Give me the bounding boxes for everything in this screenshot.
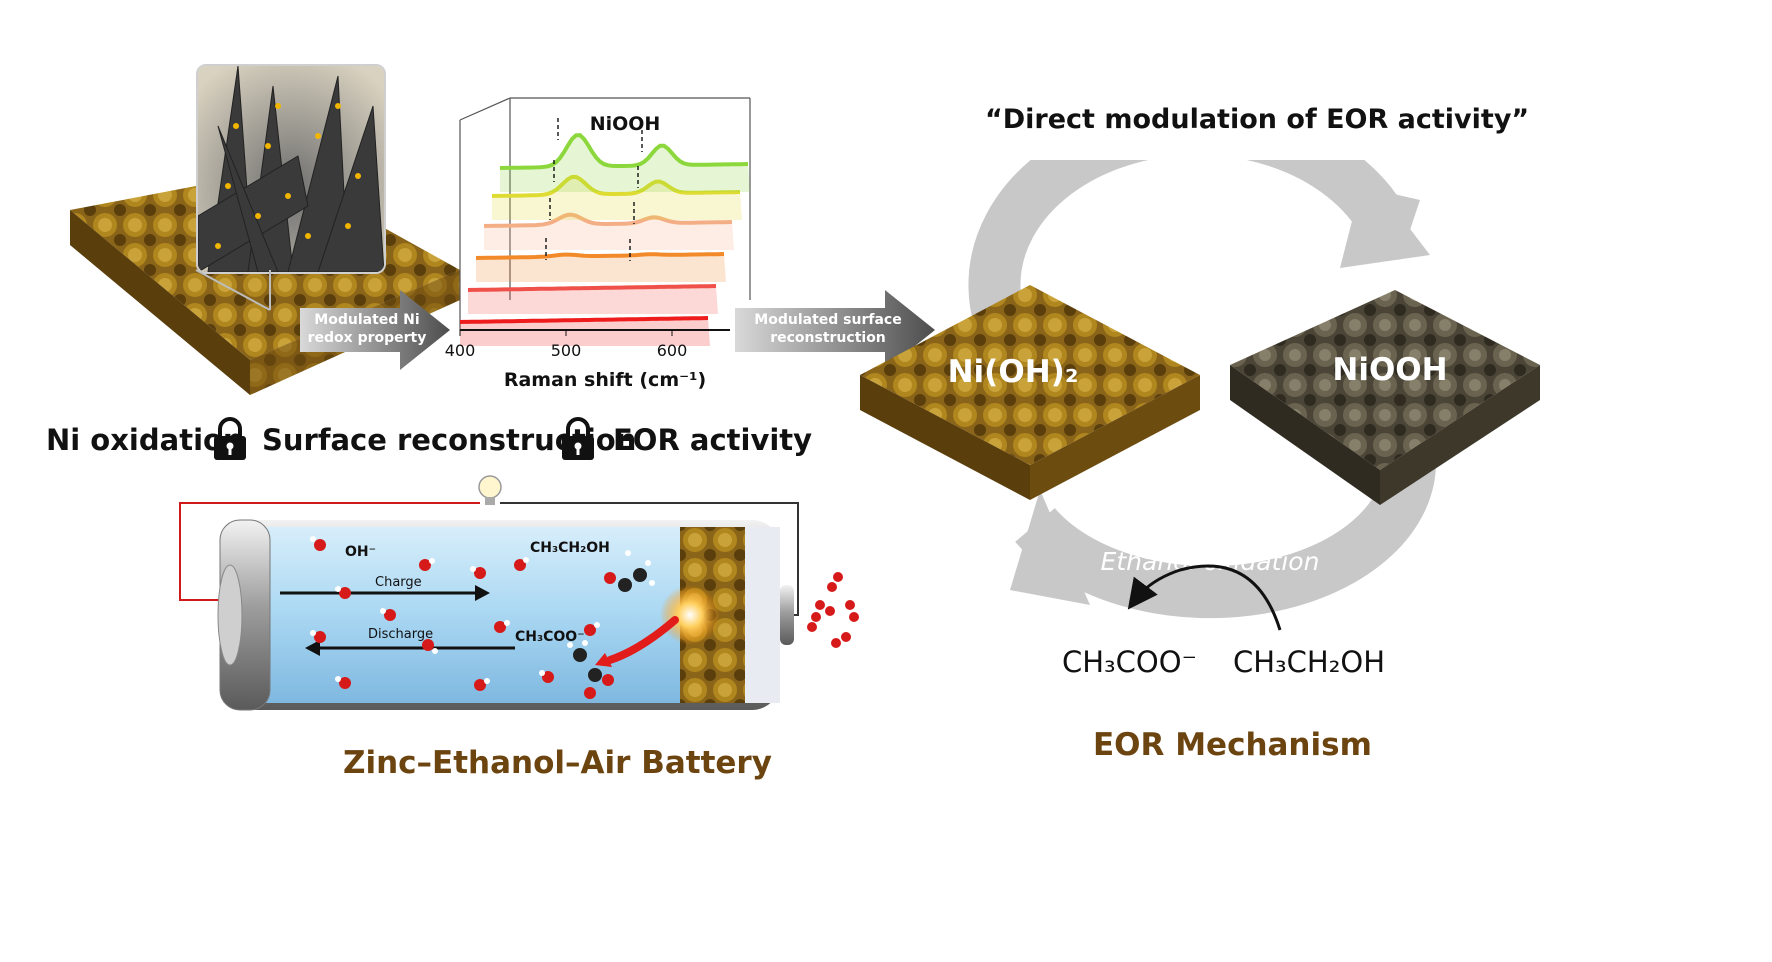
raman-spectrum-line	[491, 174, 741, 198]
arrow1-line1: Modulated Ni	[314, 312, 420, 328]
raman-spectrum-line	[459, 316, 709, 324]
battery-acetate-label: CH₃COO⁻	[515, 629, 585, 645]
raman-spectrum-fill	[460, 318, 710, 346]
arrow2-line1: Modulated surface	[754, 312, 902, 328]
eor-reactant-label: CH₃CH₂OH	[1233, 645, 1385, 679]
raman-tick-600: 600	[657, 341, 688, 360]
niooh-mat	[1230, 290, 1540, 505]
light-bulb-icon	[478, 475, 502, 505]
battery-title: Zinc–Ethanol–Air Battery	[343, 745, 772, 781]
raman-tick-500: 500	[551, 341, 582, 360]
eor-product-label: CH₃COO⁻	[1062, 645, 1197, 679]
raman-spectrum-fill	[492, 176, 742, 220]
arrow-modulated-reconstruction	[735, 290, 935, 370]
zinc-ethanol-air-battery: OH⁻ CH₃CH₂OH Charge Discharge CH₃COO⁻	[179, 475, 859, 711]
raman-spectrum-line	[499, 133, 749, 170]
eor-cycle-diagram: Electrochemical oxidation Ethanol oxidat…	[860, 160, 1540, 631]
raman-spectrum-line	[483, 212, 733, 228]
arrow1-line2: redox property	[307, 330, 427, 346]
eor-mechanism-title: EOR Mechanism	[1093, 727, 1372, 763]
ni-oxidation-label: Ni oxidation	[46, 423, 244, 457]
eor-activity-label: EOR activity	[613, 423, 813, 457]
lock-icon	[562, 417, 594, 460]
battery-oh-label: OH⁻	[345, 544, 376, 560]
battery-ethanol-label: CH₃CH₂OH	[530, 540, 610, 556]
cycle-heading: “Direct modulation of EOR activity”	[985, 104, 1530, 135]
arrow-modulated-redox	[300, 290, 450, 370]
lock-icon	[214, 417, 246, 460]
cycle-bottom-label: Ethanol oxidation	[1101, 547, 1320, 576]
raman-spectrum-chart: NiOOH 400 500 600 Raman shift (cm⁻¹)	[445, 97, 751, 391]
raman-spectrum-line	[475, 252, 725, 260]
raman-x-label: Raman shift (cm⁻¹)	[504, 369, 706, 391]
arrow2-line2: reconstruction	[770, 330, 886, 346]
inset-zoom-lines	[195, 269, 271, 311]
cycle-top-line1: Electrochemical	[1105, 180, 1305, 209]
raman-spectrum-fill	[476, 254, 726, 282]
cycle-top-line2: oxidation	[1147, 216, 1263, 245]
raman-tick-400: 400	[445, 341, 476, 360]
niooh-label: NiOOH	[1332, 352, 1447, 388]
water-molecule-icon	[310, 536, 600, 691]
battery-charge-label: Charge	[375, 575, 422, 590]
raman-peak-label: NiOOH	[590, 113, 661, 135]
nanoneedle-closeup-icon	[198, 66, 384, 272]
raman-spectrum-fill	[500, 135, 750, 192]
ni-oh2-mat	[860, 285, 1200, 500]
raman-spectrum-line	[467, 284, 717, 292]
battery-discharge-label: Discharge	[368, 627, 433, 642]
raman-spectrum-fill	[468, 286, 718, 314]
ethanol-molecule-icon	[604, 550, 655, 592]
ni-oh2-label: Ni(OH)₂	[948, 354, 1079, 390]
oxygen-molecules-icon	[807, 572, 859, 648]
acetate-molecule-icon	[567, 640, 614, 699]
nanoneedle-inset-zoom	[196, 64, 386, 274]
